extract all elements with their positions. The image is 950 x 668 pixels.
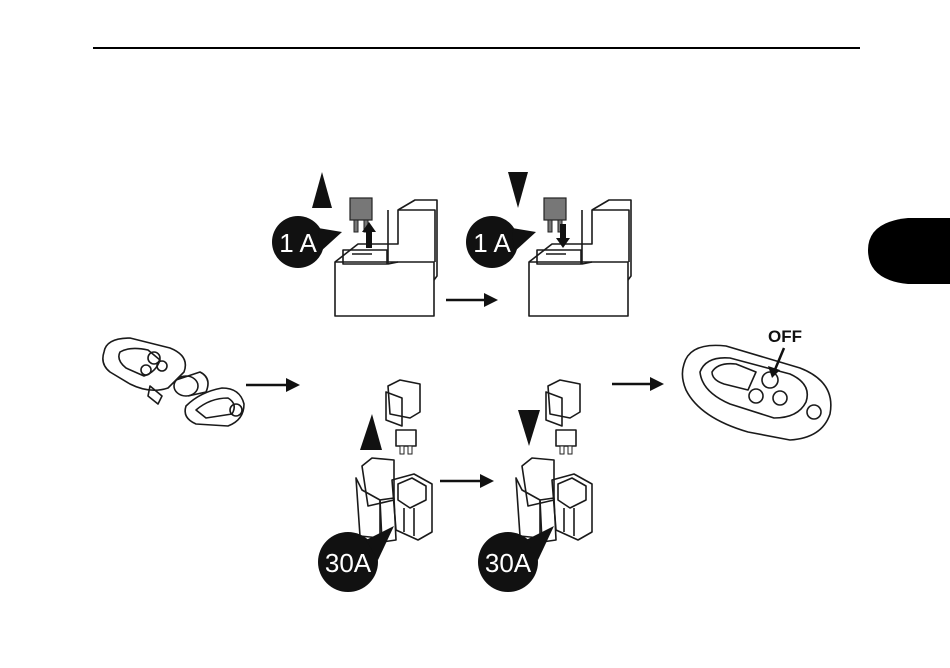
- fuse-badge-label: 30A: [485, 548, 532, 578]
- fuse-badge-label: 1 A: [473, 228, 511, 258]
- flow-arrow-icon: [612, 377, 664, 391]
- remote-off-label: OFF: [768, 327, 802, 346]
- remove-triangle-icon: [312, 172, 332, 208]
- small-fuse-icon: [350, 198, 372, 220]
- fuse-holder-icon: [356, 380, 432, 542]
- lift-arrow-icon: [366, 230, 372, 248]
- fuse-holder-icon: [516, 380, 592, 542]
- remove-triangle-icon: [360, 414, 382, 450]
- install-triangle-icon: [508, 172, 528, 208]
- install-triangle-icon: [518, 410, 540, 446]
- fuse-badge: 1 A: [272, 216, 342, 268]
- fuse-badge-label: 30A: [325, 548, 372, 578]
- fuse-badge: 30A: [478, 526, 554, 592]
- flow-arrow-icon: [446, 293, 498, 307]
- flow-arrow-icon: [440, 474, 494, 488]
- remote-closed-icon: [682, 345, 830, 440]
- chapter-tab: [868, 218, 950, 284]
- relay-block-icon: [335, 198, 437, 316]
- fuse-badge-label: 1 A: [279, 228, 317, 258]
- insert-arrow-icon: [560, 224, 566, 240]
- fuse-badge: 1 A: [466, 216, 536, 268]
- remote-open-icon: [103, 338, 244, 426]
- fuse-badge: 30A: [318, 526, 394, 592]
- flow-arrow-icon: [246, 378, 300, 392]
- relay-block-icon: [529, 198, 631, 316]
- small-fuse-icon: [544, 198, 566, 220]
